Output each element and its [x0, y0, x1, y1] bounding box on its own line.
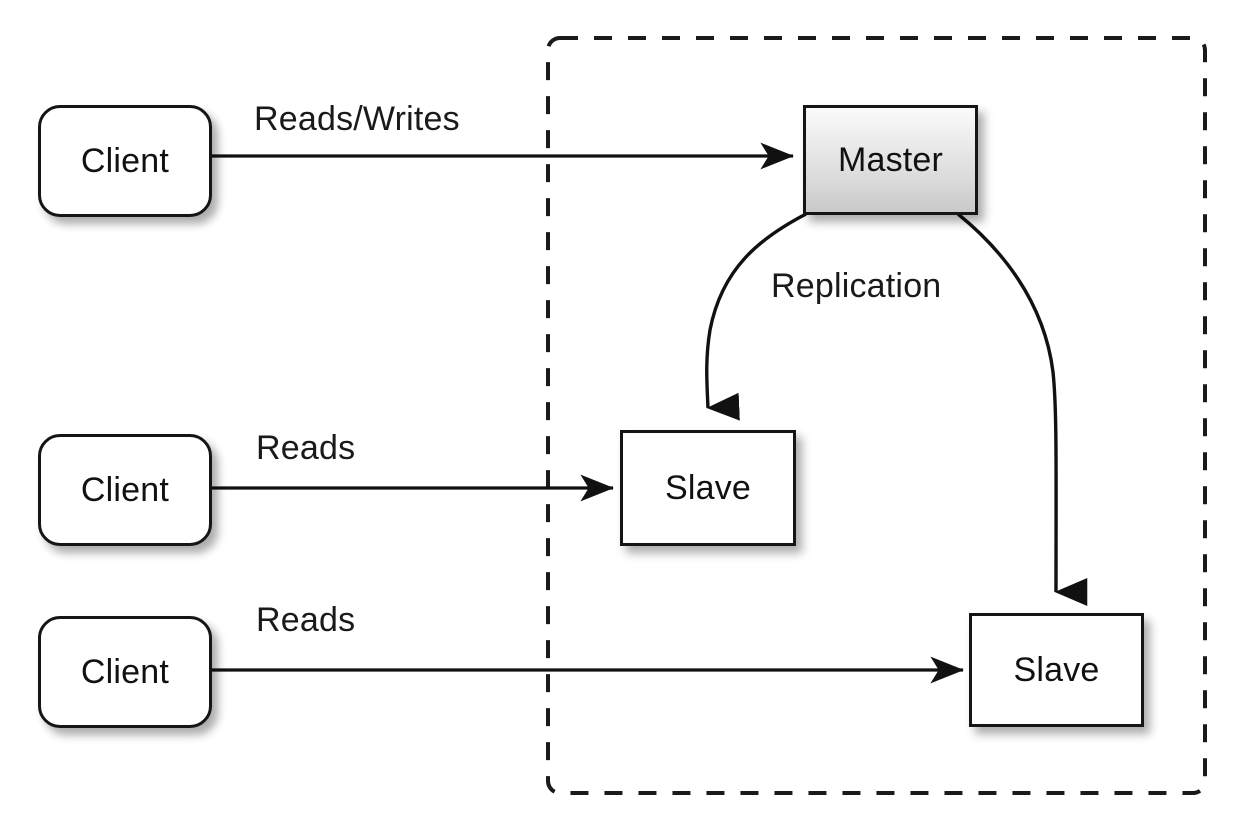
node-client-1-label: Client: [80, 141, 170, 180]
node-slave-2-label: Slave: [1013, 650, 1100, 689]
edge-label-reads-writes: Reads/Writes: [254, 100, 460, 138]
node-master-label: Master: [837, 140, 944, 179]
node-client-1[interactable]: Client: [38, 105, 212, 217]
edge-label-reads-middle: Reads: [256, 429, 356, 467]
node-slave-1-label: Slave: [664, 468, 752, 507]
node-client-2[interactable]: Client: [38, 434, 212, 546]
node-client-3[interactable]: Client: [38, 616, 212, 728]
edge-master-slave2-replication: [956, 212, 1088, 606]
node-client-2-label: Client: [80, 470, 170, 509]
edge-master-slave1-replication: [705, 212, 807, 421]
edge-label-replication: Replication: [771, 267, 942, 305]
cluster-boundary-dashed-rect: [546, 36, 1207, 795]
node-client-3-label: Client: [80, 652, 170, 691]
edge-label-reads-bottom: Reads: [256, 601, 356, 639]
node-master[interactable]: Master: [803, 105, 978, 215]
node-slave-2[interactable]: Slave: [969, 613, 1144, 727]
node-slave-1[interactable]: Slave: [620, 430, 796, 546]
